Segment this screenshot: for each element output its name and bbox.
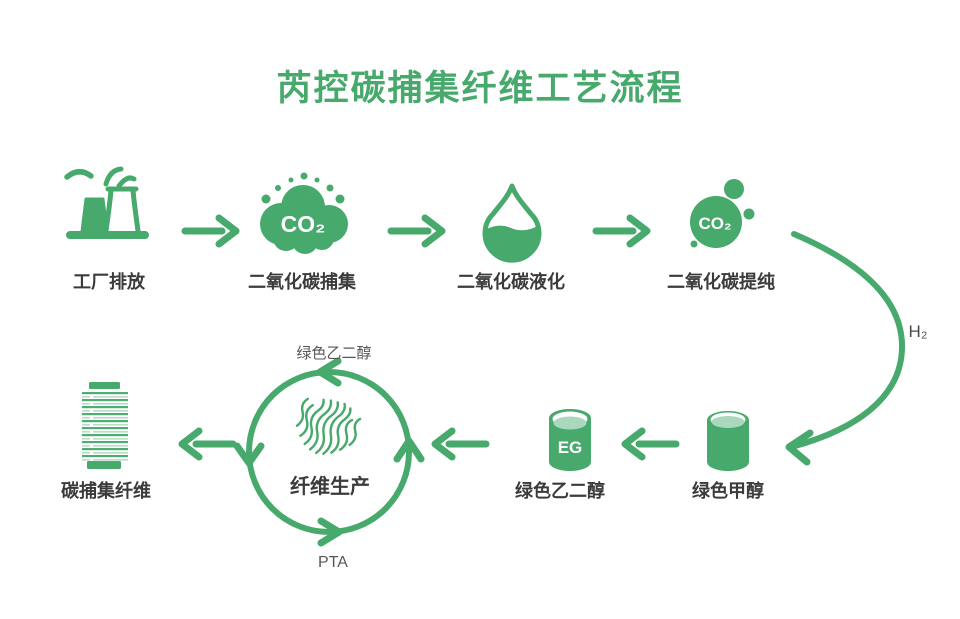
h2-label: H₂ <box>909 322 928 341</box>
eg-label: 绿色乙二醇 <box>515 480 605 501</box>
arrow-left-icon <box>431 427 490 461</box>
arrow-left-icon <box>621 427 680 461</box>
cycle-arrow-top <box>316 357 342 387</box>
cycle-bottom-label: PTA <box>318 554 348 571</box>
smoke-curl <box>103 166 124 187</box>
eg-barrel-text: EG <box>558 438 583 457</box>
factory-base <box>66 231 149 239</box>
co2-cloud-text: CO₂ <box>281 211 326 237</box>
fiber-strands-icon <box>295 397 362 455</box>
h2-curve-arrow-icon: H₂ <box>785 231 928 466</box>
arrow-right-icon <box>181 214 240 248</box>
smoke-curl <box>116 175 137 189</box>
co2-bubbles-icon: CO₂ <box>690 179 755 248</box>
co2-bubble-text: CO₂ <box>698 214 731 233</box>
fiber-spool-icon <box>82 382 128 469</box>
factory-icon <box>64 166 149 239</box>
liquefy-label: 二氧化碳液化 <box>457 271 565 292</box>
smoke-curl <box>64 169 94 180</box>
bottom-row: 绿色甲醇 EG 绿色乙二醇 <box>61 345 764 571</box>
methanol-label: 绿色甲醇 <box>692 480 764 501</box>
co2-cloud-icon: CO₂ <box>260 172 348 254</box>
cycle-arrow-right <box>393 437 425 463</box>
cycle-top-label: 绿色乙二醇 <box>296 345 371 362</box>
methanol-barrel-icon <box>707 411 749 471</box>
droplet-icon <box>482 183 542 263</box>
cycle-arrow-left <box>233 442 265 467</box>
cycle-arrow-bottom <box>317 517 343 547</box>
eg-barrel-icon: EG <box>549 409 591 471</box>
purify-label: 二氧化碳提纯 <box>667 271 775 292</box>
factory-label: 工厂排放 <box>73 271 146 292</box>
cooling-tower-filled <box>80 197 109 233</box>
cooling-tower-outline <box>103 186 141 234</box>
arrow-left-icon <box>178 427 237 461</box>
droplet-liquid <box>484 224 539 261</box>
top-row: 工厂排放 CO₂ 二氧化碳捕集 二 <box>64 166 775 292</box>
diagram-title: 芮控碳捕集纤维工艺流程 <box>276 69 683 108</box>
fiber-label: 碳捕集纤维 <box>61 480 151 501</box>
cycle-center-label: 纤维生产 <box>290 474 370 498</box>
arrow-right-icon <box>387 214 446 248</box>
arrow-right-icon <box>592 214 651 248</box>
cycle-circle <box>246 369 412 535</box>
fiber-production-cycle: 绿色乙二醇 纤维生产 PTA <box>233 345 425 571</box>
capture-label: 二氧化碳捕集 <box>248 271 357 292</box>
